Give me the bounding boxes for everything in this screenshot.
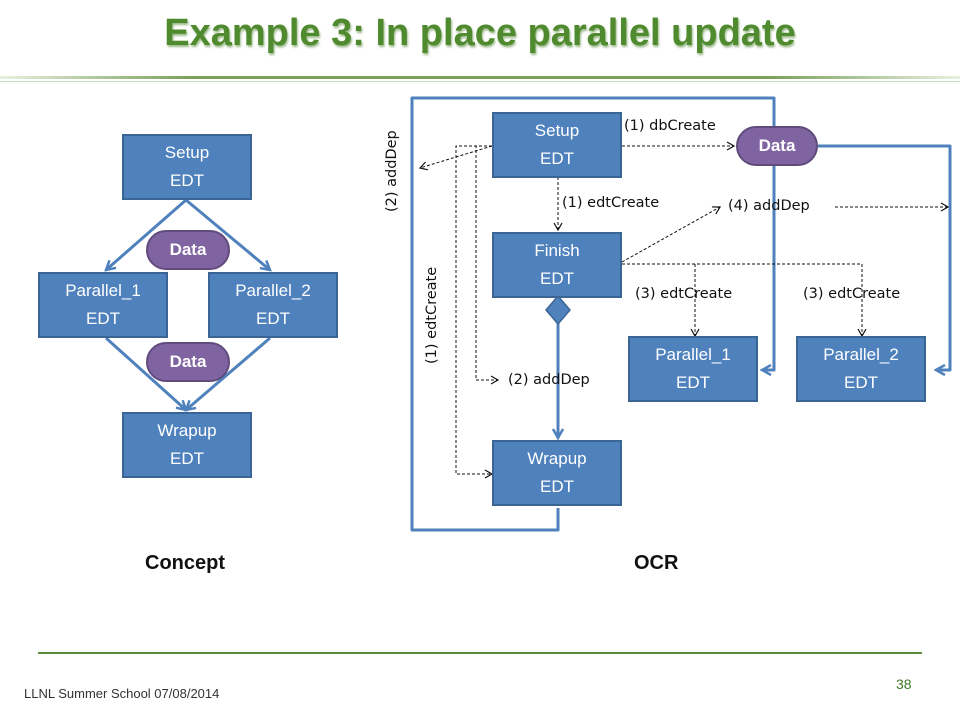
adddep-wrapup-arrow bbox=[475, 145, 500, 385]
label-db-create: (1) dbCreate bbox=[624, 118, 716, 134]
arrow-parallel2-to-wrapup bbox=[186, 336, 271, 410]
ocr-parallel2-line1: Parallel_2 bbox=[823, 345, 899, 364]
label-edt-create-p1: (3) edtCreate bbox=[635, 286, 733, 302]
ocr-parallel1-edt: Parallel_1 EDT bbox=[628, 336, 758, 402]
concept-parallel2-line1: Parallel_2 bbox=[235, 281, 311, 300]
concept-wrapup-edt: Wrapup EDT bbox=[122, 412, 252, 478]
label-edt-create-finish: (1) edtCreate bbox=[562, 195, 660, 211]
concept-caption: Concept bbox=[145, 552, 225, 574]
edtcreate-wrapup-arrow bbox=[455, 145, 494, 479]
concept-parallel1-edt: Parallel_1 EDT bbox=[38, 272, 168, 338]
ocr-dashed-arrows bbox=[418, 141, 950, 479]
ocr-parallel2-edt: Parallel_2 EDT bbox=[796, 336, 926, 402]
concept-arrows bbox=[104, 198, 271, 410]
label-add-dep-4: (4) addDep bbox=[728, 198, 810, 214]
ocr-finish-edt: Finish EDT bbox=[492, 232, 622, 298]
concept-parallel2-edt: Parallel_2 EDT bbox=[208, 272, 338, 338]
arrow-parallel1-to-wrapup bbox=[104, 336, 186, 410]
title-divider-thin bbox=[0, 81, 960, 82]
concept-setup-line1: Setup bbox=[164, 143, 210, 162]
data-loop-right bbox=[818, 144, 952, 370]
label-add-dep-vertical: (2) addDep bbox=[384, 130, 400, 212]
adddep4-diag-arrow bbox=[621, 206, 722, 263]
ocr-setup-edt: Setup EDT bbox=[492, 112, 622, 178]
ocr-parallel1-line1: Parallel_1 bbox=[655, 345, 731, 364]
concept-parallel2-line2: EDT bbox=[256, 309, 290, 328]
ocr-setup-line2: EDT bbox=[540, 149, 574, 168]
arrow-setup-to-parallel1 bbox=[106, 198, 187, 270]
concept-setup-line2: EDT bbox=[170, 171, 204, 190]
title-divider bbox=[0, 76, 960, 79]
concept-wrapup-line1: Wrapup bbox=[157, 421, 217, 440]
slide-title: Example 3: In place parallel update bbox=[164, 12, 796, 54]
label-add-dep-wrapup: (2) addDep bbox=[508, 372, 590, 388]
ocr-data: Data bbox=[736, 126, 818, 166]
ocr-parallel2-line2: EDT bbox=[844, 373, 878, 392]
concept-data-top: Data bbox=[146, 230, 230, 270]
ocr-parallel1-line2: EDT bbox=[676, 373, 710, 392]
ocr-finish-line1: Finish bbox=[534, 241, 580, 260]
concept-setup-edt: Setup EDT bbox=[122, 134, 252, 200]
ocr-wrapup-line1: Wrapup bbox=[527, 449, 587, 468]
footer-divider bbox=[38, 652, 922, 654]
concept-parallel1-line2: EDT bbox=[86, 309, 120, 328]
label-edt-create-p2: (3) edtCreate bbox=[803, 286, 901, 302]
arrow-setup-to-parallel2 bbox=[185, 198, 270, 270]
page-number: 38 bbox=[896, 676, 912, 692]
ocr-caption: OCR bbox=[634, 552, 679, 574]
label-edt-create-vertical: (1) edtCreate bbox=[424, 266, 440, 364]
finish-diamond bbox=[545, 294, 571, 326]
concept-parallel1-line1: Parallel_1 bbox=[65, 281, 141, 300]
footer-text: LLNL Summer School 07/08/2014 bbox=[24, 686, 220, 701]
outer-loop-left bbox=[410, 96, 776, 532]
concept-wrapup-line2: EDT bbox=[170, 449, 204, 468]
concept-data-bottom: Data bbox=[146, 342, 230, 382]
ocr-wrapup-edt: Wrapup EDT bbox=[492, 440, 622, 506]
ocr-finish-line2: EDT bbox=[540, 269, 574, 288]
ocr-wrapup-line2: EDT bbox=[540, 477, 574, 496]
ocr-setup-line1: Setup bbox=[534, 121, 580, 140]
